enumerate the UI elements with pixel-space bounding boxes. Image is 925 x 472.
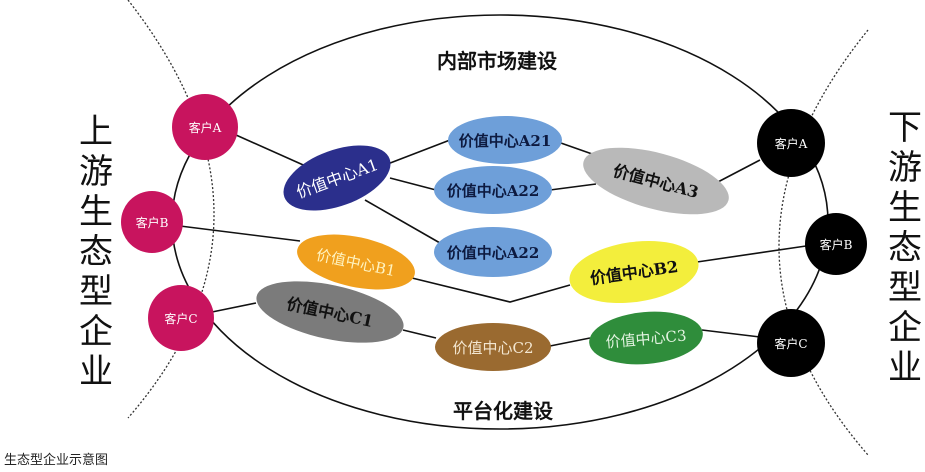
downstream-client-a-label: 客户A (775, 136, 808, 151)
value-center-a22-second-label: 价值中心A22 (447, 244, 540, 262)
downstream-client-a[interactable] (757, 109, 825, 177)
downstream-label: 下游生态型企业 (888, 108, 922, 388)
internal-market-title: 内部市场建设 (437, 49, 557, 73)
value-center-a3[interactable]: 价值中心A3 (576, 135, 735, 228)
upstream-client-c-label: 客户C (164, 311, 197, 326)
value-center-a22-second[interactable]: 价值中心A22 (434, 227, 552, 277)
upstream-client-b-label: 客户B (136, 215, 169, 230)
value-center-a22[interactable]: 价值中心A22 (434, 166, 552, 214)
downstream-client-c-label: 客户C (774, 336, 807, 351)
upstream-client-c[interactable] (148, 285, 214, 351)
connectors (179, 134, 807, 347)
upstream-client-a[interactable] (172, 94, 238, 160)
upstream-client-a-label: 客户A (189, 120, 222, 135)
value-center-a1[interactable]: 价值中心A1 (275, 133, 399, 224)
upstream-client-b[interactable] (121, 191, 183, 253)
downstream-client-b[interactable] (805, 213, 867, 275)
downstream-client-b-label: 客户B (820, 237, 853, 252)
downstream-clients: 客户A 客户B 客户C (757, 109, 867, 377)
upstream-clients: 客户A 客户B 客户C (121, 94, 238, 351)
value-center-c2[interactable]: 价值中心C2 (435, 323, 551, 371)
downstream-client-c[interactable] (757, 309, 825, 377)
value-center-c3[interactable]: 价值中心C3 (587, 307, 705, 369)
right-dotted-boundary (778, 29, 869, 456)
value-center-c2-label: 价值中心C2 (452, 339, 533, 357)
value-center-a21-label: 价值中心A21 (459, 132, 552, 150)
figure-caption: 生态型企业示意图 (4, 453, 109, 468)
upstream-label: 上游生态型企业 (79, 112, 113, 392)
value-center-c1[interactable]: 价值中心C1 (251, 270, 409, 354)
platform-title: 平台化建设 (453, 399, 553, 423)
value-center-b1[interactable]: 价值中心B1 (292, 225, 420, 299)
left-dotted-boundary (127, 0, 215, 419)
value-center-a21[interactable]: 价值中心A21 (448, 116, 562, 164)
value-center-b2[interactable]: 价值中心B2 (565, 233, 702, 311)
value-center-a22-label: 价值中心A22 (447, 182, 540, 200)
